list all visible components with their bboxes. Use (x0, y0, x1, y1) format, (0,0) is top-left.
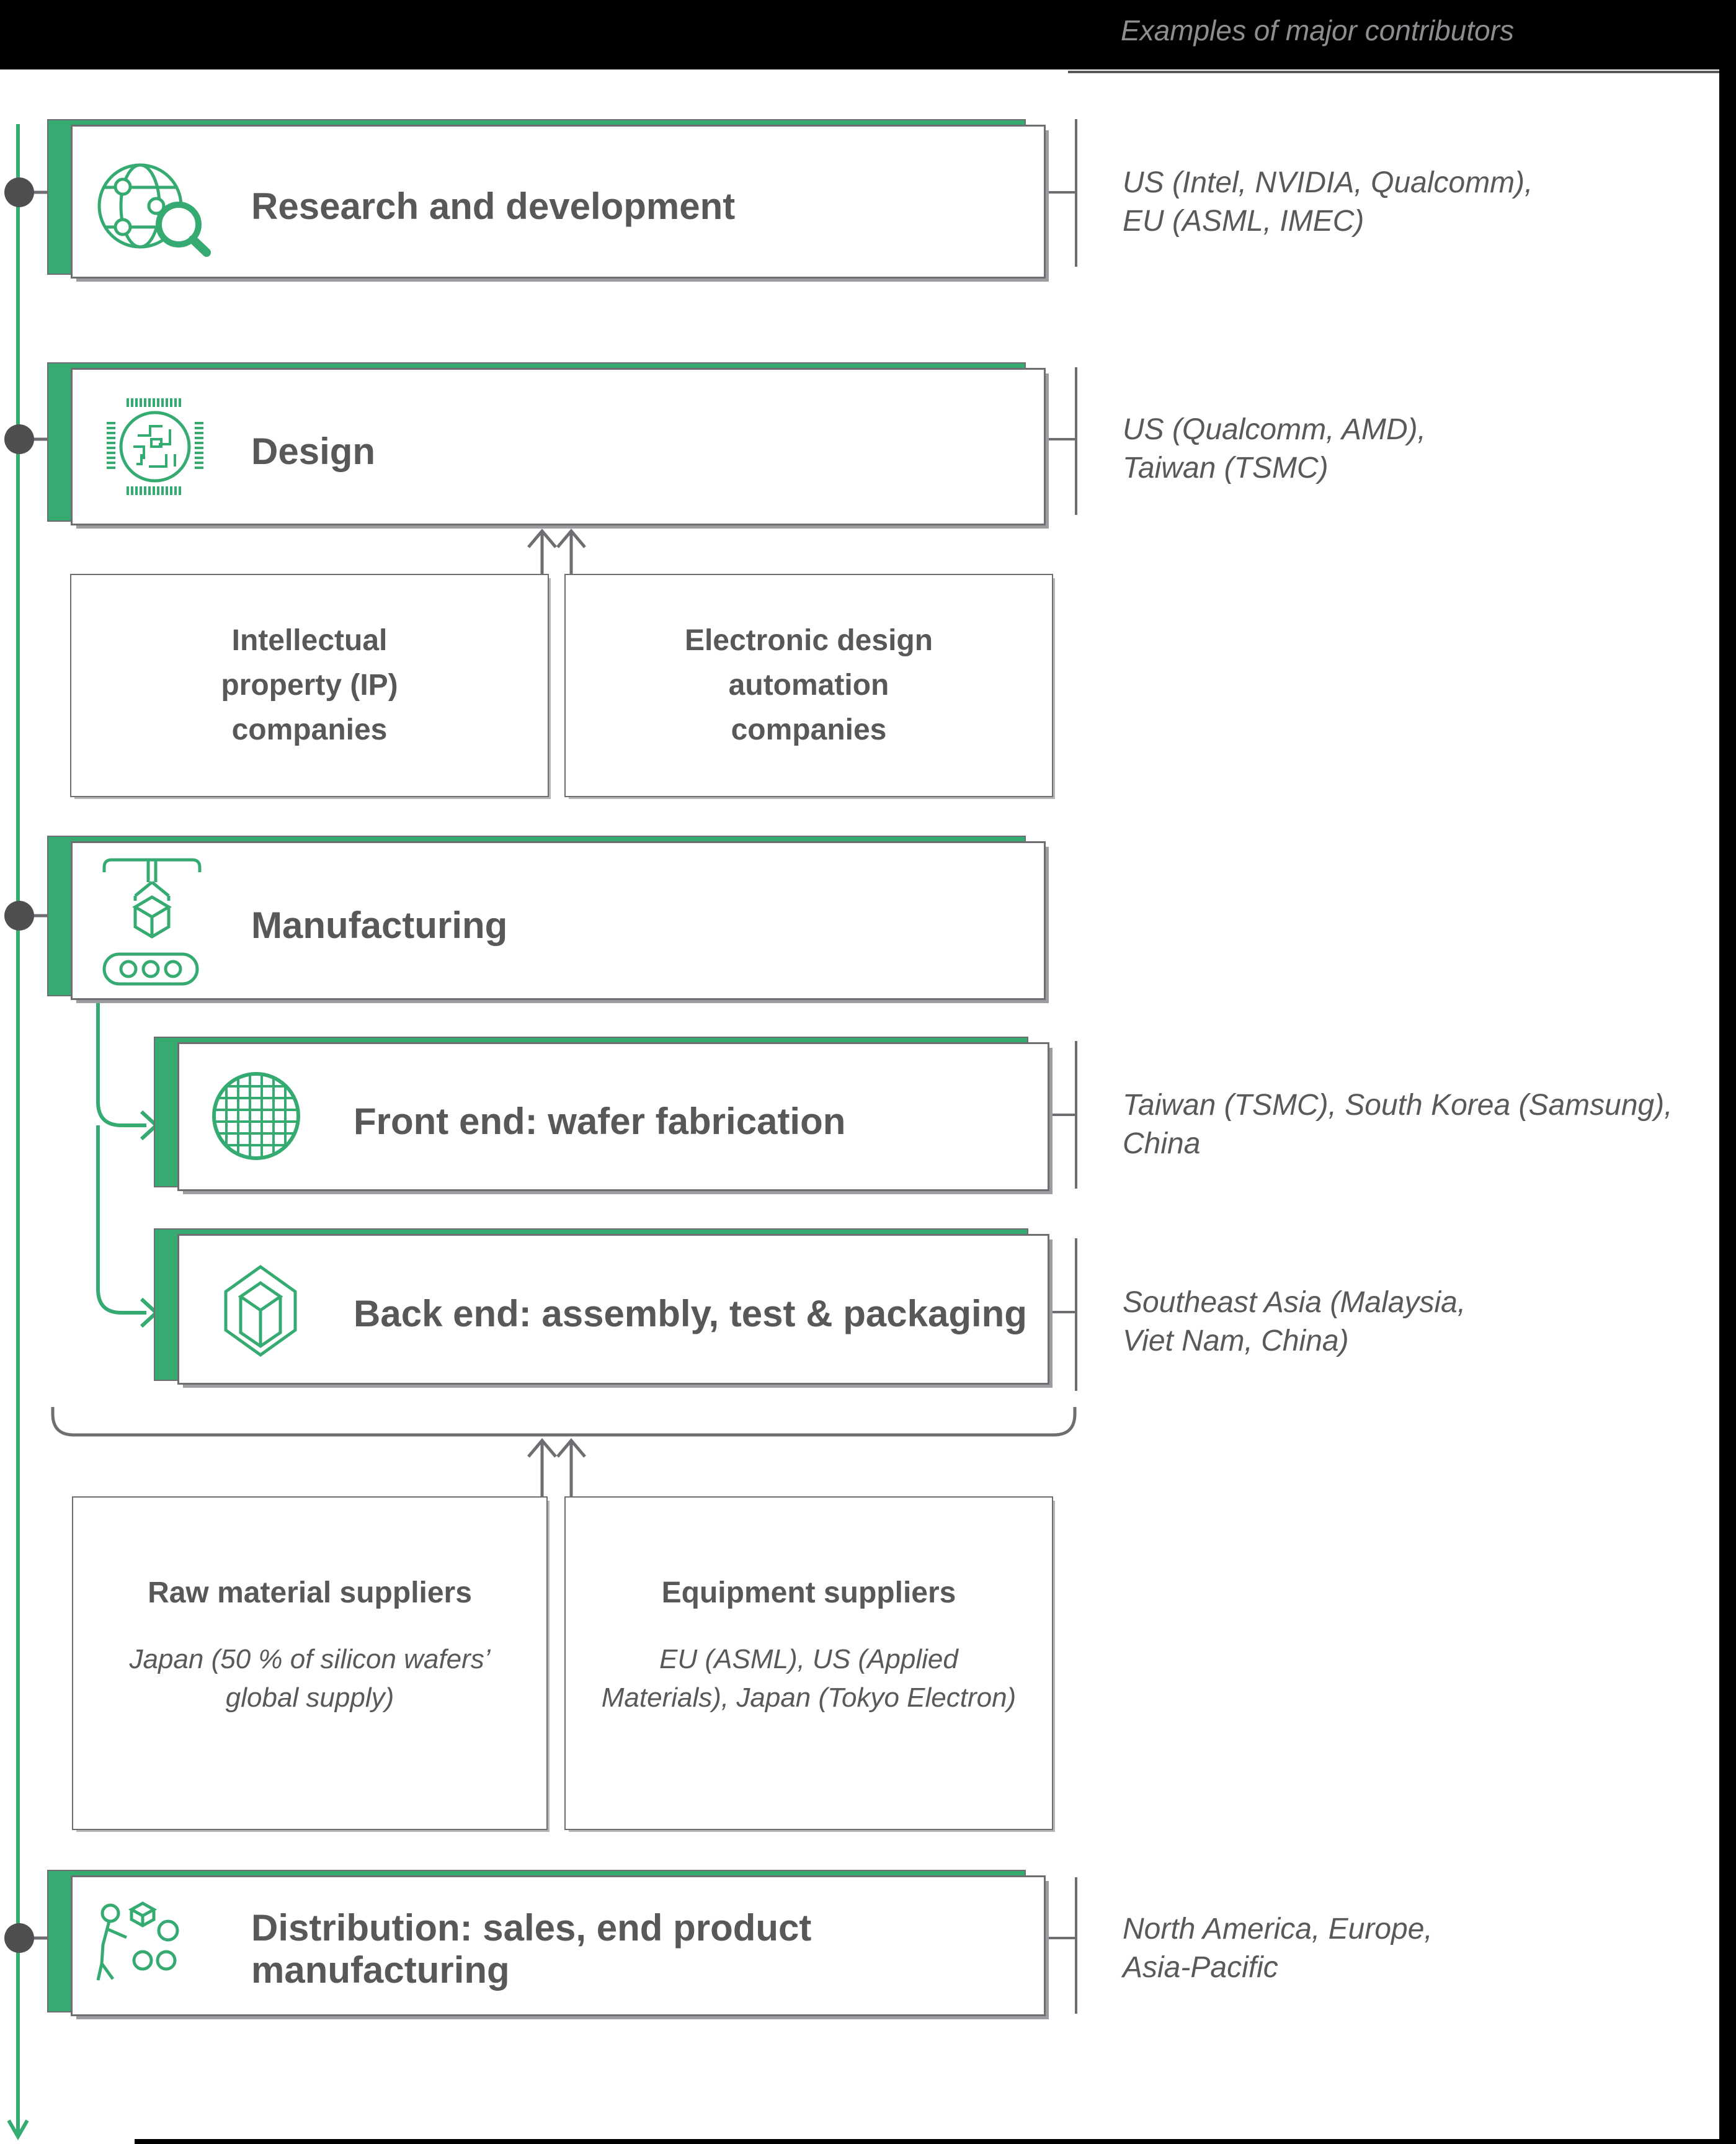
timeline-dot-rnd (4, 177, 34, 207)
stage-examples-design: US (Qualcomm, AMD), Taiwan (TSMC) (1123, 411, 1426, 488)
raw-material-suppliers-box: Raw material suppliers Japan (50 % of si… (72, 1496, 548, 1830)
arrow-eda-to-design-head-icon (556, 529, 586, 548)
chip-traces (133, 425, 176, 468)
stage-title-distribution-line2: manufacturing (251, 1949, 510, 1991)
distribution-icon (96, 1901, 179, 1981)
stage-title-rnd: Research and development (251, 185, 736, 227)
equipment-suppliers-detail-line1: EU (ASML), US (Applied (659, 1644, 958, 1674)
stage-title-design: Design (251, 431, 376, 472)
ip-companies-line2: property (IP) (221, 669, 398, 702)
stage-examples-rnd-line1: US (Intel, NVIDIA, Qualcomm), (1123, 166, 1533, 199)
timeline-dot-distribution (4, 1923, 34, 1953)
timeline-arrowhead-icon (7, 2119, 29, 2141)
stage-examples-distribution-line1: North America, Europe, (1123, 1913, 1433, 1945)
stage-box-manufacturing (71, 841, 1046, 1000)
stage-examples-front-end-line2: China (1123, 1127, 1201, 1160)
crane-icon (102, 858, 202, 986)
arrow-equipment-head-icon (556, 1438, 586, 1458)
equipment-suppliers-detail-line2: Materials), Japan (Tokyo Electron) (601, 1682, 1017, 1713)
raw-material-suppliers-detail-line2: global supply) (225, 1682, 394, 1713)
eda-companies-line1: Electronic design (684, 624, 933, 657)
stage-title-distribution: Distribution: sales, end product manufac… (251, 1907, 811, 1991)
stage-box-back-end (177, 1234, 1049, 1385)
timeline-dot-manufacturing (4, 901, 34, 931)
wafer-icon (212, 1072, 300, 1160)
equipment-suppliers-box: Equipment suppliers EU (ASML), US (Appli… (564, 1496, 1053, 1830)
stage-examples-distribution-line2: Asia-Pacific (1123, 1951, 1278, 1984)
branch-to-front-end (96, 1000, 146, 1127)
stage-examples-back-end: Southeast Asia (Malaysia, Viet Nam, Chin… (1123, 1284, 1466, 1360)
ip-companies-line1: Intellectual (231, 624, 388, 657)
right-edge-strip (1719, 0, 1736, 2144)
globe-search-icon (97, 163, 211, 257)
stage-examples-rnd: US (Intel, NVIDIA, Qualcomm), EU (ASML, … (1123, 164, 1533, 241)
bottom-edge-strip (135, 2139, 1736, 2144)
eda-companies-box: Electronic design automation companies (564, 574, 1053, 797)
timeline-dot-design (4, 424, 34, 454)
arrow-ip-to-design-head-icon (527, 529, 557, 548)
eda-companies-line2: automation (728, 669, 889, 702)
chip-pins (107, 398, 203, 495)
stage-examples-rnd-line2: EU (ASML, IMEC) (1123, 205, 1364, 238)
stage-title-distribution-line1: Distribution: sales, end product (251, 1907, 812, 1949)
manufacturing-group-bracket (51, 1407, 1077, 1437)
examples-column-title: Examples of major contributors (1121, 14, 1515, 47)
stage-examples-design-line2: Taiwan (TSMC) (1123, 452, 1329, 485)
stage-examples-distribution: North America, Europe, Asia-Pacific (1123, 1910, 1433, 1987)
stage-examples-back-end-line1: Southeast Asia (Malaysia, (1123, 1286, 1466, 1319)
stage-examples-back-end-line2: Viet Nam, China) (1123, 1324, 1349, 1357)
stage-examples-front-end: Taiwan (TSMC), South Korea (Samsung), Ch… (1123, 1086, 1673, 1163)
stage-box-rnd (71, 125, 1046, 279)
stage-examples-design-line1: US (Qualcomm, AMD), (1123, 413, 1426, 446)
stage-title-back-end: Back end: assembly, test & packaging (354, 1293, 1027, 1334)
header-band: Examples of major contributors (0, 0, 1736, 69)
stage-box-design (71, 368, 1046, 525)
stage-box-distribution (71, 1875, 1046, 2016)
branch-to-back-end (96, 1125, 146, 1315)
raw-material-suppliers-detail-line1: Japan (50 % of silicon wafers’ (129, 1644, 491, 1674)
stage-examples-front-end-line1: Taiwan (TSMC), South Korea (Samsung), (1123, 1089, 1673, 1122)
stage-title-manufacturing: Manufacturing (251, 904, 508, 946)
raw-material-suppliers-title: Raw material suppliers (148, 1576, 472, 1609)
cube-icon (224, 1264, 297, 1357)
eda-companies-line3: companies (731, 713, 887, 746)
ip-companies-line3: companies (231, 713, 388, 746)
chip-icon (107, 398, 203, 495)
equipment-suppliers-title: Equipment suppliers (661, 1576, 956, 1609)
ip-companies-box: Intellectual property (IP) companies (70, 574, 549, 797)
stage-box-front-end (177, 1042, 1049, 1191)
stage-title-front-end: Front end: wafer fabrication (354, 1101, 846, 1142)
arrow-raw-material-head-icon (527, 1438, 557, 1458)
